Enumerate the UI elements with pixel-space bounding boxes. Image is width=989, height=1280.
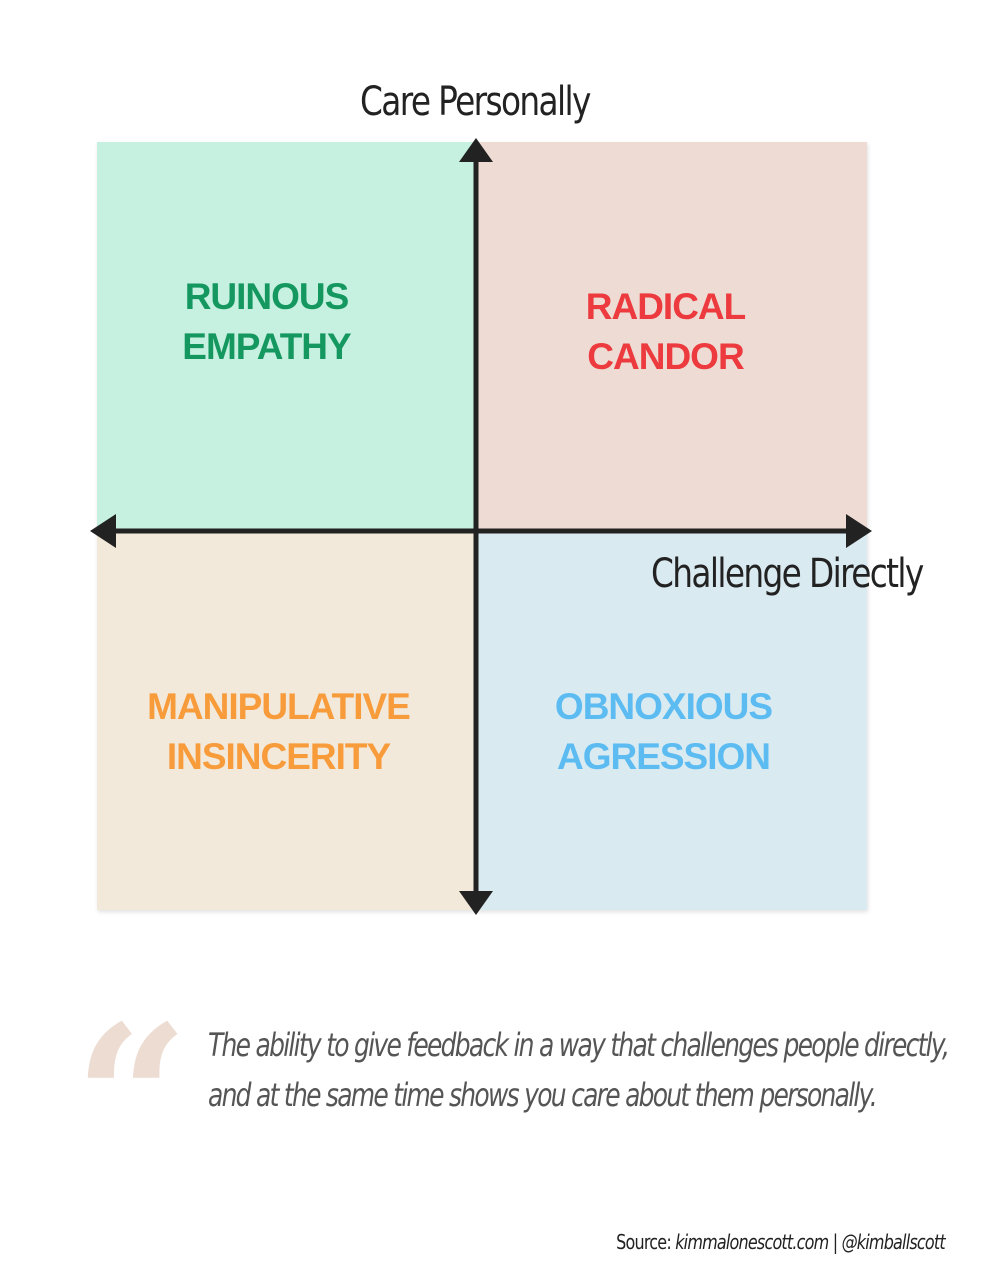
axis-arrow-right-icon — [846, 514, 872, 548]
quadrant-label-line: OBNOXIOUS — [554, 686, 773, 727]
axis-arrow-left-icon — [90, 514, 116, 548]
source-handle: @kimballscott — [841, 1230, 946, 1254]
axis-arrow-up-icon — [459, 138, 493, 162]
quadrant-manipulative-insincerity: MANIPULATIVE INSINCERITY — [97, 530, 476, 910]
source-credit: Source: kimmalonescott.com | @kimballsco… — [616, 1230, 945, 1254]
quadrant-radical-candor: RADICAL CANDOR — [476, 142, 867, 530]
axis-arrow-down-icon — [459, 891, 493, 915]
x-axis-title: Challenge Directly — [651, 551, 924, 597]
axes-diagram — [90, 138, 872, 915]
quote-line: and at the same time shows you care abou… — [208, 1076, 878, 1114]
quadrant-obnoxious-aggression: OBNOXIOUS AGRESSION — [476, 530, 867, 910]
quadrant-label-line: AGRESSION — [556, 736, 771, 777]
quadrant-label: MANIPULATIVE INSINCERITY — [81, 682, 476, 782]
quadrant-ruinous-empathy: RUINOUS EMPATHY — [97, 142, 476, 530]
source-site: kimmalonescott.com — [675, 1230, 829, 1254]
quote-text: The ability to give feedback in a way th… — [208, 1020, 950, 1120]
quadrant-label-line: INSINCERITY — [166, 736, 391, 777]
source-separator: | — [828, 1230, 842, 1254]
quadrant-label-line: CANDOR — [587, 336, 744, 377]
quote-line: The ability to give feedback in a way th… — [208, 1026, 950, 1064]
quadrant-label-line: EMPATHY — [182, 326, 351, 367]
quote-mark-icon: “ — [74, 982, 190, 1217]
quadrant-label-line: RADICAL — [585, 286, 746, 327]
quadrant-label: RUINOUS EMPATHY — [77, 272, 456, 372]
y-axis-title: Care Personally — [360, 79, 591, 125]
quadrant-label-line: RUINOUS — [184, 276, 350, 317]
quadrant-label-line: MANIPULATIVE — [147, 686, 411, 727]
source-label: Source: — [616, 1230, 676, 1254]
quadrant-label: OBNOXIOUS AGRESSION — [460, 682, 867, 782]
quadrant-label: RADICAL CANDOR — [464, 282, 867, 382]
